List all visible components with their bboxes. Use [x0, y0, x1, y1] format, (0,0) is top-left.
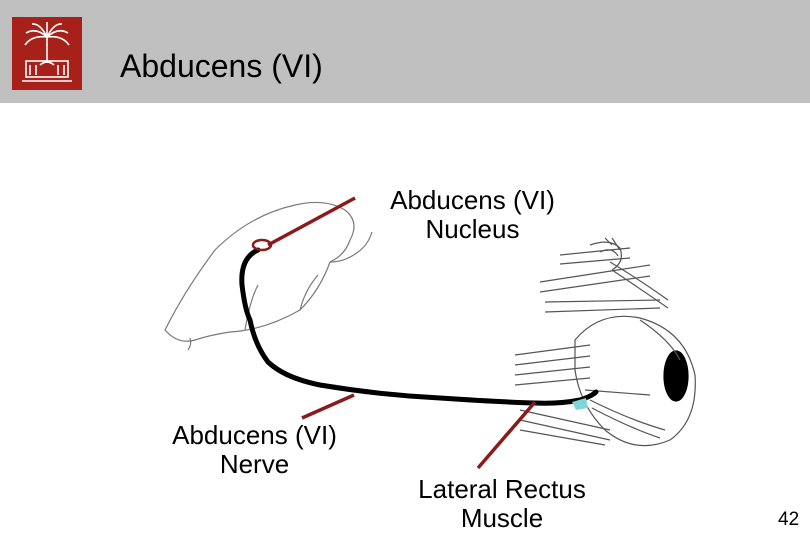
muscle-label-line2: Muscle: [460, 503, 544, 533]
nucleus-pointer-line: [267, 196, 356, 247]
brainstem-outline: [164, 201, 373, 351]
nerve-label-line1: Abducens (VI): [172, 420, 337, 450]
muscle-insertion-highlight: [572, 398, 588, 410]
muscle-label-line1: Lateral Rectus: [418, 474, 586, 504]
slide-header: [0, 0, 810, 103]
muscle-label: Lateral Rectus Muscle: [392, 475, 612, 533]
slide-title: Abducens (VI): [120, 48, 323, 84]
nerve-label-line2: Nerve: [219, 449, 290, 479]
university-logo: [12, 17, 82, 90]
page-number: 42: [778, 509, 800, 530]
nucleus-label-line1: Abducens (VI): [390, 185, 555, 215]
nucleus-label-line2: Nucleus: [425, 214, 520, 244]
palmetto-logo-icon: [22, 22, 72, 82]
muscle-pointer-line: [476, 400, 537, 470]
nucleus-label: Abducens (VI) Nucleus: [370, 186, 575, 244]
pupil-icon: [663, 350, 689, 402]
abducens-nerve-path: [239, 247, 599, 406]
nerve-pointer-line: [301, 393, 355, 420]
eyeball-and-muscles: [514, 237, 696, 447]
nerve-label: Abducens (VI) Nerve: [152, 421, 357, 479]
